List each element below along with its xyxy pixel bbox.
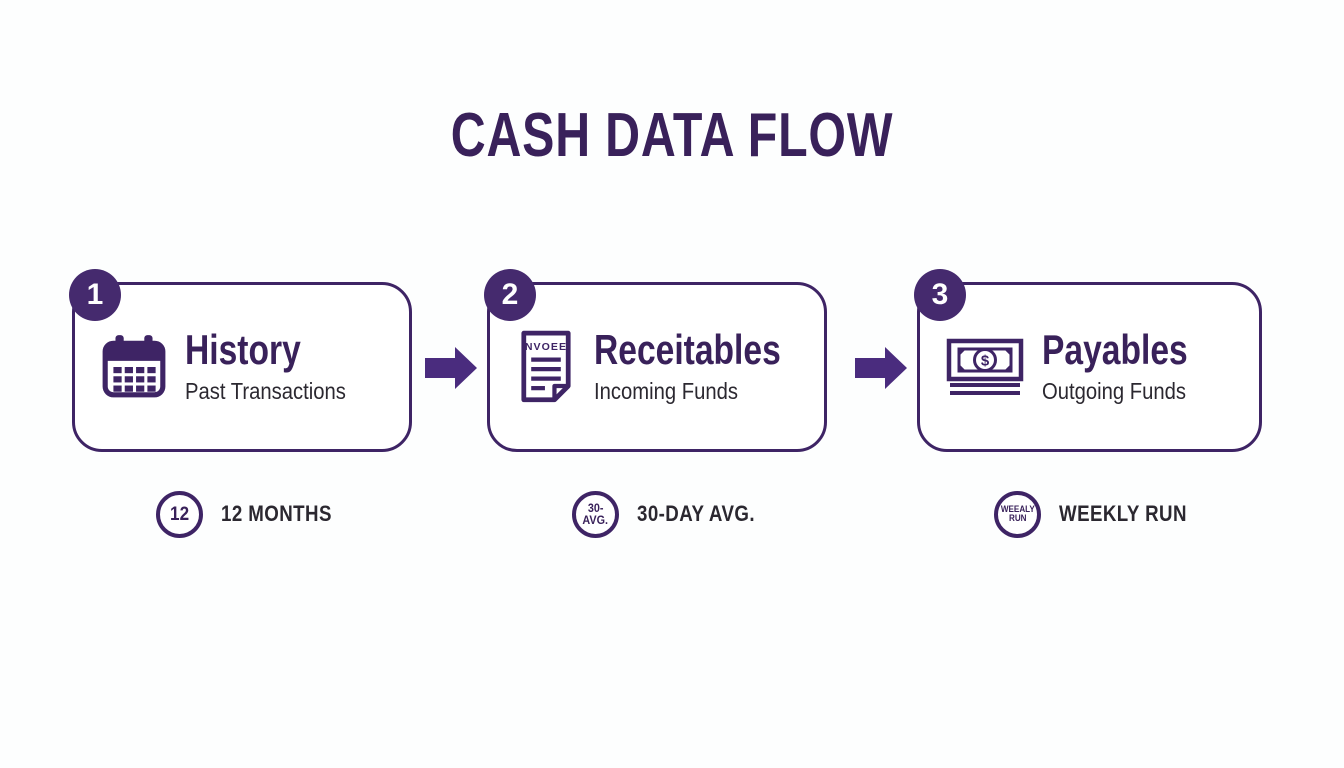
step-title: History [185, 326, 301, 373]
metric-label: WEEKLY RUN [1059, 501, 1187, 526]
metric-circle-text: 12 [169, 503, 190, 525]
step-number-badge: 3 [914, 269, 966, 321]
metric-label: 30-DAY AVG. [637, 501, 755, 526]
step-text: Receitables Incoming Funds [594, 329, 827, 405]
metric-30-day-avg: 30- AVG. 30-DAY AVG. [572, 490, 776, 538]
calendar-icon [101, 332, 167, 402]
page-title: CASH DATA FLOW [450, 101, 894, 170]
invoice-icon: NVOEE [516, 330, 576, 404]
step-subtitle: Incoming Funds [594, 378, 739, 404]
svg-text:$: $ [981, 353, 990, 370]
step-box-payables: 3 $ Payables Outgoing Funds [914, 269, 1262, 452]
step-title: Receitables [594, 326, 781, 373]
step-subtitle: Past Transactions [185, 378, 346, 404]
step-content: NVOEE Receitables Incoming Funds [490, 285, 824, 449]
step-content: History Past Transactions [75, 285, 409, 449]
metric-weekly-run: WEEALY RUN WEEKLY RUN [994, 490, 1209, 538]
step-box-receivables: 2 NVOEE Receitables Incoming Funds [484, 269, 827, 452]
arrow-right-icon [855, 347, 907, 389]
step-text: History Past Transactions [185, 329, 368, 405]
step-box-history: 1 History Past Transactions [69, 269, 412, 452]
step-title: Payables [1042, 326, 1188, 373]
metric-circle-text: 30- [587, 501, 604, 515]
metric-circle-text: AVG. [582, 513, 609, 527]
invoice-icon-text: NVOEE [525, 341, 567, 353]
step-content: $ Payables Outgoing Funds [920, 285, 1259, 449]
step-subtitle: Outgoing Funds [1042, 378, 1187, 404]
step-number-badge: 2 [484, 269, 536, 321]
metric-circle-icon: 30- AVG. [572, 490, 619, 538]
metric-circle-text: WEEALY [1000, 504, 1035, 514]
metric-circle-text: RUN [1008, 513, 1027, 523]
metric-12-months: 12 12 MONTHS [156, 490, 351, 538]
step-text: Payables Outgoing Funds [1042, 329, 1224, 405]
arrow-right-icon [425, 347, 477, 389]
banknote-icon: $ [946, 337, 1024, 397]
metric-label: 12 MONTHS [221, 501, 332, 526]
metric-circle-icon: 12 [156, 490, 203, 538]
step-number-badge: 1 [69, 269, 121, 321]
metric-circle-icon: WEEALY RUN [994, 490, 1041, 538]
